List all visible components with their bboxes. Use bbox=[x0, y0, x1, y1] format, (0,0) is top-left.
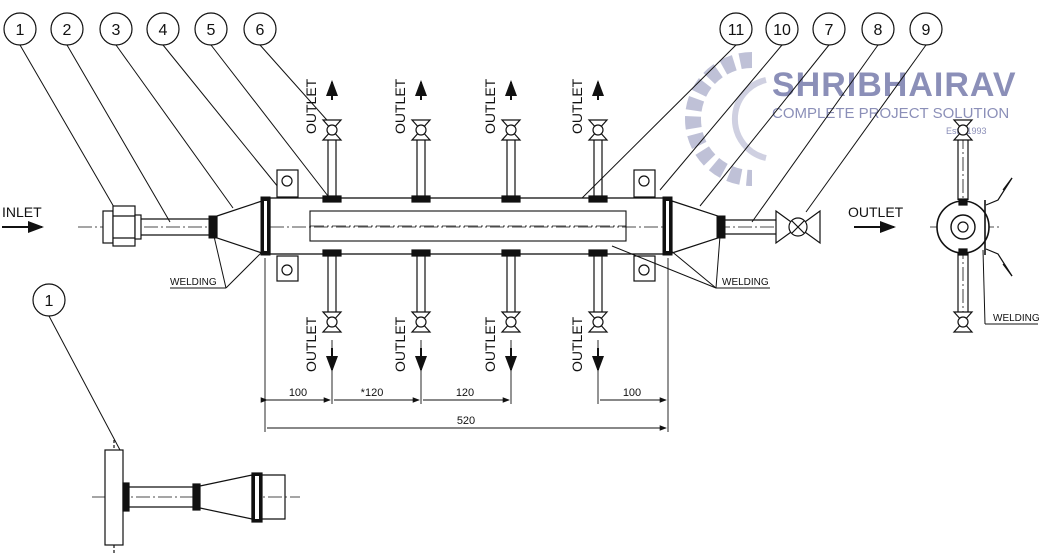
welding-label-side: WELDING bbox=[993, 313, 1040, 324]
branch-weld-bottom-4 bbox=[588, 249, 608, 257]
company-watermark: SHRIBHAIRAV COMPLETE PROJECT SOLUTION Es… bbox=[685, 52, 1017, 186]
balloon-detail-1-number: 1 bbox=[45, 293, 54, 310]
outlet-branch-2 bbox=[410, 80, 432, 372]
branch-weld-top-4 bbox=[588, 195, 608, 203]
outlet-label-top-3: OUTLET bbox=[482, 78, 498, 134]
balloon-10-number: 10 bbox=[773, 22, 791, 39]
manifold-assembly bbox=[78, 169, 821, 282]
outlet-label-bottom-3: OUTLET bbox=[482, 316, 498, 372]
branch-valve-bottom-3 bbox=[505, 316, 517, 328]
mounting-brackets bbox=[276, 169, 656, 282]
dim-100-left: 100 bbox=[289, 387, 307, 399]
branch-weld-bottom-1 bbox=[322, 249, 342, 257]
welding-notes bbox=[170, 231, 770, 289]
outlet-reducer bbox=[671, 200, 719, 254]
balloon-5: 5 bbox=[194, 12, 228, 46]
outlet-label-bottom-1: OUTLET bbox=[303, 316, 319, 372]
balloon-3-number: 3 bbox=[112, 22, 121, 39]
outlet-branch-1 bbox=[321, 80, 343, 372]
outlet-label-top-4: OUTLET bbox=[569, 78, 585, 134]
balloon-11-number: 11 bbox=[728, 22, 745, 39]
balloon-6: 6 bbox=[243, 12, 277, 46]
balloon-6-number: 6 bbox=[256, 22, 265, 39]
balloon-2: 2 bbox=[50, 12, 84, 46]
dim-120-second: 120 bbox=[456, 387, 474, 399]
flow-labels: INLET OUTLET bbox=[2, 204, 904, 233]
branch-weld-top-1 bbox=[322, 195, 342, 203]
balloon-5-number: 5 bbox=[207, 22, 216, 39]
balloon-2-number: 2 bbox=[63, 22, 72, 39]
balloon-9: 9 bbox=[909, 12, 943, 46]
inlet-union bbox=[102, 205, 142, 247]
watermark-gear-logo bbox=[685, 52, 767, 186]
side-header-circle bbox=[936, 200, 990, 254]
watermark-brand: SHRIBHAIRAV bbox=[772, 66, 1017, 104]
dim-520-total: 520 bbox=[457, 415, 475, 427]
side-bottom-valve bbox=[952, 311, 974, 333]
outlet-branches: OUTLET OUTLET OUTLET OUTLET OUTLET OUTLET OUTL… bbox=[303, 78, 609, 372]
balloon-7-number: 7 bbox=[825, 22, 834, 39]
welding-label-right: WELDING bbox=[722, 277, 769, 288]
outlet-label-top-1: OUTLET bbox=[303, 78, 319, 134]
inlet-reducer bbox=[216, 200, 263, 254]
branch-weld-top-3 bbox=[501, 195, 521, 203]
dim-120-first: *120 bbox=[361, 387, 384, 399]
inlet-weld-band bbox=[208, 215, 218, 239]
inlet-label: INLET bbox=[2, 204, 42, 220]
branch-valve-top-3 bbox=[505, 124, 517, 136]
detail-view bbox=[92, 440, 300, 555]
branch-valve-bottom-2 bbox=[415, 316, 427, 328]
balloon-4-number: 4 bbox=[159, 22, 168, 39]
balloon-10: 10 bbox=[765, 12, 799, 46]
branch-weld-bottom-2 bbox=[411, 249, 431, 257]
balloon-8: 8 bbox=[861, 12, 895, 46]
outlet-label-top-2: OUTLET bbox=[392, 78, 408, 134]
welding-label-left: WELDING bbox=[170, 277, 217, 288]
watermark-tagline: COMPLETE PROJECT SOLUTION bbox=[772, 105, 1009, 122]
side-top-valve bbox=[952, 119, 974, 141]
branch-valve-top-2 bbox=[415, 124, 427, 136]
branch-valve-bottom-4 bbox=[592, 316, 604, 328]
balloon-3: 3 bbox=[99, 12, 133, 46]
branch-weld-bottom-3 bbox=[501, 249, 521, 257]
outlet-label-bottom-4: OUTLET bbox=[569, 316, 585, 372]
dim-100-right: 100 bbox=[623, 387, 641, 399]
inlet-pipe bbox=[141, 218, 211, 236]
outlet-label-bottom-2: OUTLET bbox=[392, 316, 408, 372]
balloon-1-number: 1 bbox=[16, 22, 25, 39]
balloon-11: 11 bbox=[719, 12, 753, 46]
balloon-detail-1: 1 bbox=[32, 283, 66, 317]
side-view bbox=[930, 119, 1038, 333]
outlet-weld-band bbox=[716, 215, 726, 239]
branch-valve-top-1 bbox=[326, 124, 338, 136]
balloon-7: 7 bbox=[812, 12, 846, 46]
item-balloons: 1 2 3 4 5 6 11 10 7 8 9 1 bbox=[3, 12, 943, 317]
branch-valve-bottom-1 bbox=[326, 316, 338, 328]
branch-weld-top-2 bbox=[411, 195, 431, 203]
outlet-ball-valve bbox=[775, 209, 821, 245]
branch-valve-top-4 bbox=[592, 124, 604, 136]
outlet-right-label: OUTLET bbox=[848, 204, 904, 220]
balloon-8-number: 8 bbox=[874, 22, 883, 39]
balloon-1: 1 bbox=[3, 12, 37, 46]
balloon-4: 4 bbox=[146, 12, 180, 46]
balloon-9-number: 9 bbox=[922, 22, 931, 39]
dimension-lines bbox=[260, 258, 669, 432]
